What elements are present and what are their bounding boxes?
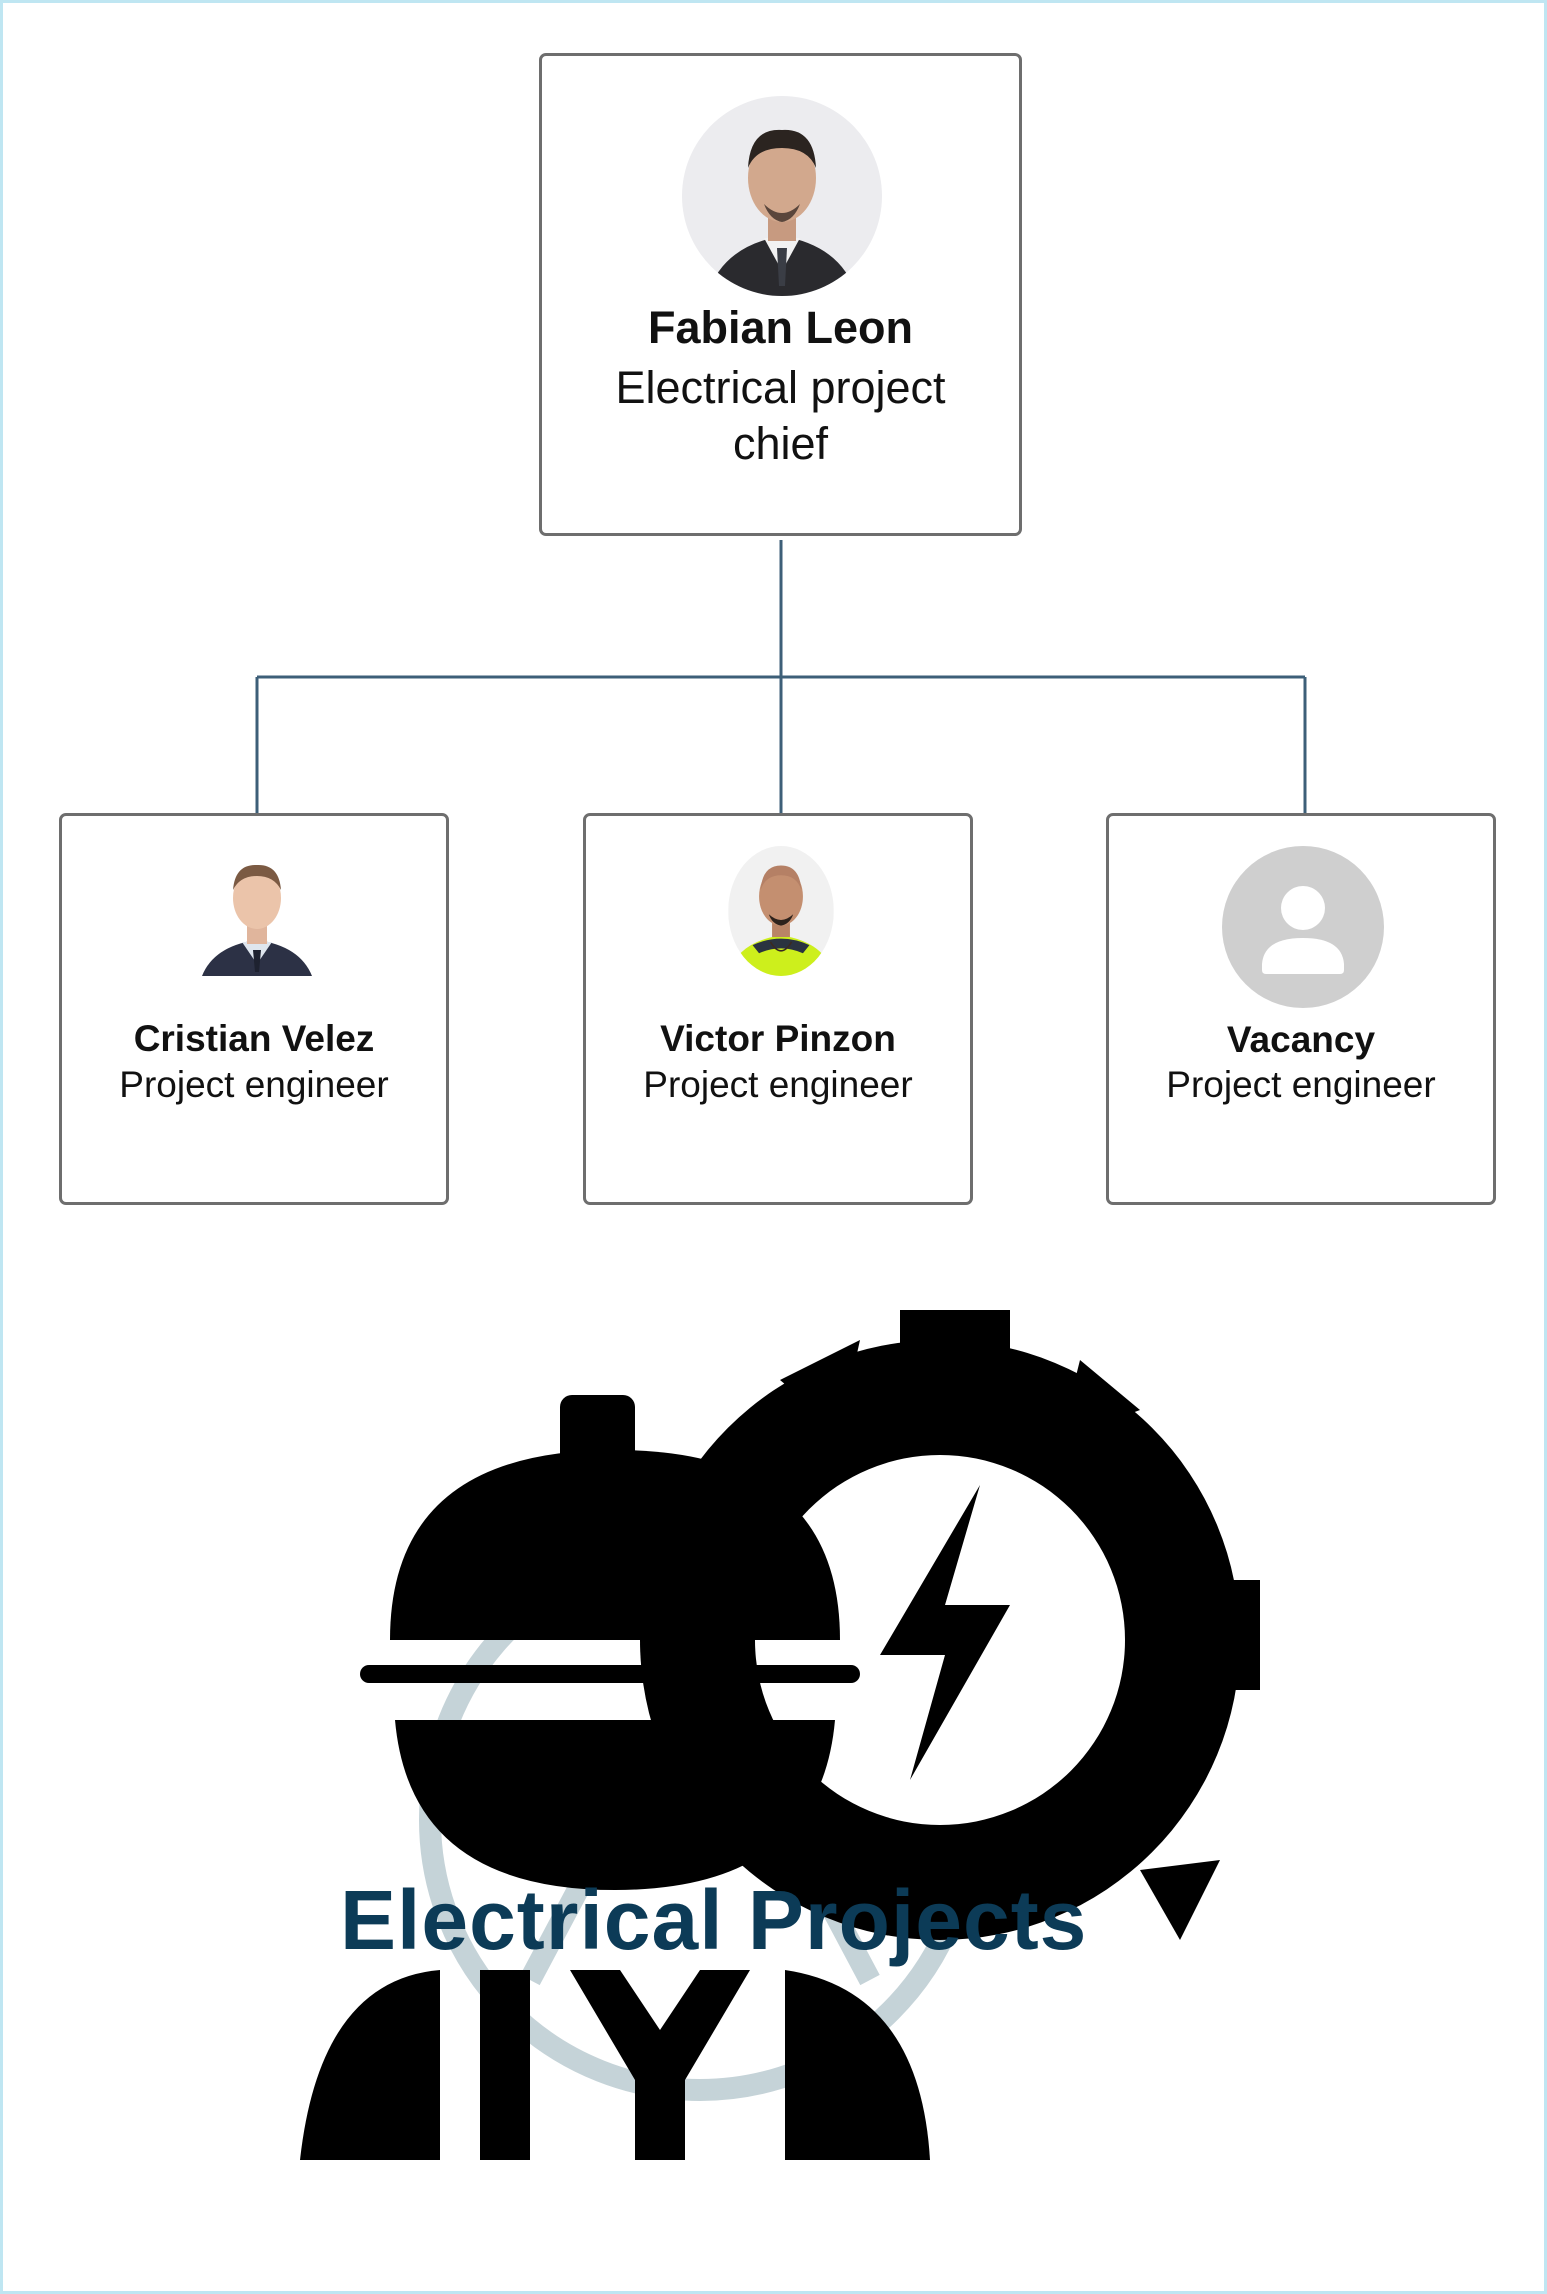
node-role: Project engineer: [643, 1064, 913, 1105]
body-icon: [300, 1970, 930, 2160]
org-node-engineer-2: Victor Pinzon Project engineer: [583, 813, 973, 1205]
avatar-victor-pinzon: [716, 846, 846, 976]
node-role: Project engineer: [119, 1064, 389, 1105]
node-name: Vacancy: [1226, 1019, 1376, 1060]
org-node-vacancy: Vacancy Project engineer: [1106, 813, 1496, 1205]
avatar-fabian-leon: [682, 96, 882, 296]
org-node-engineer-1: Cristian Velez Project engineer: [59, 813, 449, 1205]
engineer-with-gear-lightning-icon: [300, 1310, 1260, 2160]
node-name: Fabian Leon: [647, 302, 913, 353]
helmet-icon: [360, 1395, 860, 1890]
logo-text: Electrical Projects: [340, 1873, 1088, 1967]
org-connectors: [255, 540, 1307, 813]
lightning-icon: [880, 1485, 1010, 1780]
person-placeholder-icon: [1222, 846, 1384, 1008]
org-node-chief: Fabian Leon Electrical project chief: [539, 53, 1022, 536]
node-role: Electrical project chief: [615, 362, 946, 469]
node-name: Cristian Velez: [133, 1018, 375, 1059]
node-name: Victor Pinzon: [660, 1018, 896, 1059]
node-role: Project engineer: [1166, 1064, 1436, 1105]
avatar-cristian-velez: [192, 846, 322, 976]
